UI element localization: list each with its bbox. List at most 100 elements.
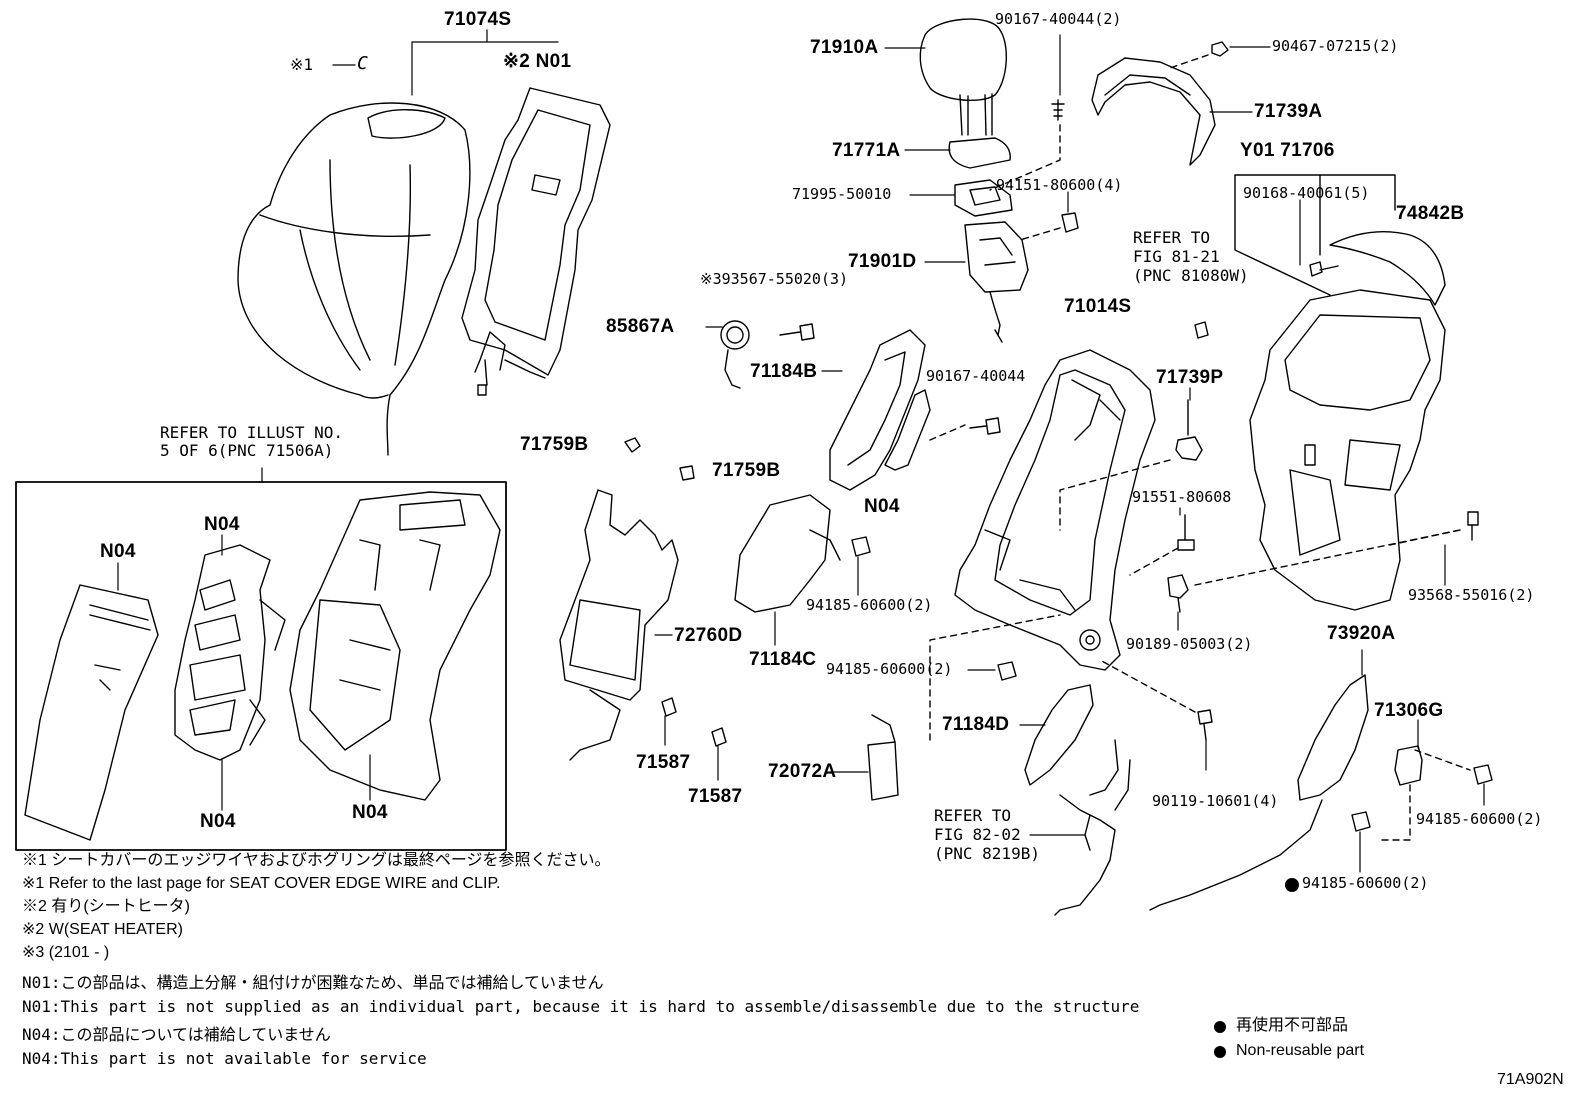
clip-71739p <box>1175 399 1203 461</box>
label-n04-center[interactable]: N04 <box>864 496 900 517</box>
legend-dot-jp <box>1214 1021 1226 1033</box>
nonreusable-dot-94185 <box>1285 878 1299 892</box>
mark-note-1: ※1 <box>290 55 314 74</box>
label-71739p[interactable]: 71739P <box>1156 367 1224 388</box>
dashed-leader-top <box>989 124 1061 191</box>
label-90167-40044[interactable]: 90167-40044 <box>926 367 1026 385</box>
label-71184d[interactable]: 71184D <box>942 714 1010 735</box>
lumbar-support-72760d <box>559 489 679 761</box>
y01-bracket <box>1234 174 1396 296</box>
figure-id: 71A902N <box>1497 1071 1564 1088</box>
nut-94185-b <box>997 661 1017 681</box>
inset-frame <box>15 481 507 851</box>
label-90168-40061[interactable]: 90168-40061(5) <box>1243 184 1370 202</box>
label-71910a[interactable]: 71910A <box>810 37 879 58</box>
ref-fig82-line3: (PNC 8219B) <box>934 844 1040 863</box>
label-71995-50010[interactable]: 71995-50010 <box>792 185 892 203</box>
dashed-leader-90119 <box>1099 659 1196 713</box>
bolt-90119 <box>1197 709 1213 741</box>
connector-81080w <box>1194 321 1209 339</box>
seat-back-cover <box>237 102 471 456</box>
label-94185-60600-d[interactable]: 94185-60600(2) <box>1302 874 1429 892</box>
label-71184c[interactable]: 71184C <box>749 649 817 670</box>
label-90119-10601[interactable]: 90119-10601(4) <box>1152 792 1279 810</box>
note-n04-en: N04:This part is not available for servi… <box>22 1049 427 1068</box>
clip-90189 <box>1167 574 1189 613</box>
label-inset-n04-bottom[interactable]: N04 <box>200 811 236 832</box>
label-inset-n04-mid[interactable]: N04 <box>204 514 240 535</box>
label-71759b-b[interactable]: 71759B <box>712 460 781 481</box>
label-94185-60600-b[interactable]: 94185-60600(2) <box>826 660 953 678</box>
side-support-71184d <box>1024 684 1094 786</box>
label-71587-a[interactable]: 71587 <box>636 752 691 773</box>
note-2-en: ※2 W(SEAT HEATER) <box>22 921 183 938</box>
note-1-en: ※1 Refer to the last page for SEAT COVER… <box>22 875 501 892</box>
ref-fig82-line2: FIG 82-02 <box>934 825 1021 844</box>
note-n01-en: N01:This part is not supplied as an indi… <box>22 997 1140 1016</box>
label-71014s[interactable]: 71014S <box>1064 296 1132 317</box>
label-71587-b[interactable]: 71587 <box>688 786 743 807</box>
label-90167-40044-2[interactable]: 90167-40044(2) <box>995 10 1122 28</box>
seatback-rear-board <box>1249 289 1446 611</box>
label-n01[interactable]: ※2 N01 <box>503 51 572 72</box>
screw-90167-center <box>969 417 1001 435</box>
dashed-leader-72072a <box>929 614 1061 741</box>
label-71739a[interactable]: 71739A <box>1254 101 1323 122</box>
label-93568-55016[interactable]: 93568-55016(2) <box>1408 586 1535 604</box>
lumbar-motor-85867a <box>720 320 750 389</box>
label-72072a[interactable]: 72072A <box>768 761 837 782</box>
nut-94185-c <box>1473 764 1493 785</box>
label-74842b[interactable]: 74842B <box>1396 203 1465 224</box>
ref-fig81-line3: (PNC 81080W) <box>1133 266 1249 285</box>
seatback-frame <box>954 349 1156 671</box>
side-support-71184b <box>829 329 926 491</box>
ref-fig82-line1: REFER TO <box>934 806 1012 825</box>
legend-nonreusable-jp: 再使用不可部品 <box>1236 1017 1349 1034</box>
bracket-n04-center <box>884 389 931 471</box>
label-71901d[interactable]: 71901D <box>848 251 917 272</box>
label-inset-n04-left[interactable]: N04 <box>100 541 136 562</box>
label-71771a[interactable]: 71771A <box>832 140 901 161</box>
dashed-leader-91551 <box>1129 547 1179 576</box>
inset-leader-lines <box>117 534 371 811</box>
label-71184b[interactable]: 71184B <box>750 361 818 382</box>
ref-fig81-line2: FIG 81-21 <box>1133 247 1220 266</box>
legend-dot-en <box>1214 1046 1226 1058</box>
headrest-lock-assembly <box>964 221 1029 343</box>
nut-94185-d <box>1351 811 1371 832</box>
label-71759b-a[interactable]: 71759B <box>520 434 589 455</box>
label-inset-n04-right[interactable]: N04 <box>352 802 388 823</box>
note-2-jp: ※2 有り(シートヒータ) <box>22 898 191 915</box>
inset-back-pad <box>289 491 501 801</box>
label-90189-05003[interactable]: 90189-05003(2) <box>1126 635 1253 653</box>
label-94185-60600-c[interactable]: 94185-60600(2) <box>1416 810 1543 828</box>
label-94151-80600[interactable]: 94151-80600(4) <box>996 176 1123 194</box>
label-71306g[interactable]: 71306G <box>1374 700 1444 721</box>
clip-c-mark: C <box>357 53 368 74</box>
headrest-support-guide <box>954 179 1013 217</box>
screw-93568 <box>1467 511 1479 541</box>
headrest-support-bezel <box>948 137 1011 169</box>
tag-71587-a <box>661 697 677 717</box>
screw-90168 <box>1309 261 1339 277</box>
back-frame-cover-71739a <box>1091 57 1216 166</box>
dashed-leader-nut <box>1019 227 1061 241</box>
seat-heater-element <box>461 87 611 396</box>
note-n01-jp: N01:この部品は、構造上分解・組付けが困難なため、単品では補給していません <box>22 973 604 992</box>
tag-71587-b <box>711 727 727 747</box>
inset-pad-left <box>24 584 159 841</box>
label-72760d[interactable]: 72760D <box>674 625 743 646</box>
nut-94185-a <box>851 536 871 557</box>
note-3: ※3 (2101 - ) <box>22 944 110 961</box>
label-91551-80608[interactable]: 91551-80608 <box>1132 488 1232 506</box>
label-71074s[interactable]: 71074S <box>444 9 512 30</box>
label-393567-55020[interactable]: ※393567-55020(3) <box>700 270 849 288</box>
label-y01-71706[interactable]: Y01 71706 <box>1240 140 1335 161</box>
label-73920a[interactable]: 73920A <box>1327 623 1396 644</box>
inset-pad-mid <box>174 544 286 761</box>
label-85867a[interactable]: 85867A <box>606 316 675 337</box>
label-90467-07215[interactable]: 90467-07215(2) <box>1272 37 1399 55</box>
leader-lines <box>261 29 1485 873</box>
label-94185-60600-a[interactable]: 94185-60600(2) <box>806 596 933 614</box>
